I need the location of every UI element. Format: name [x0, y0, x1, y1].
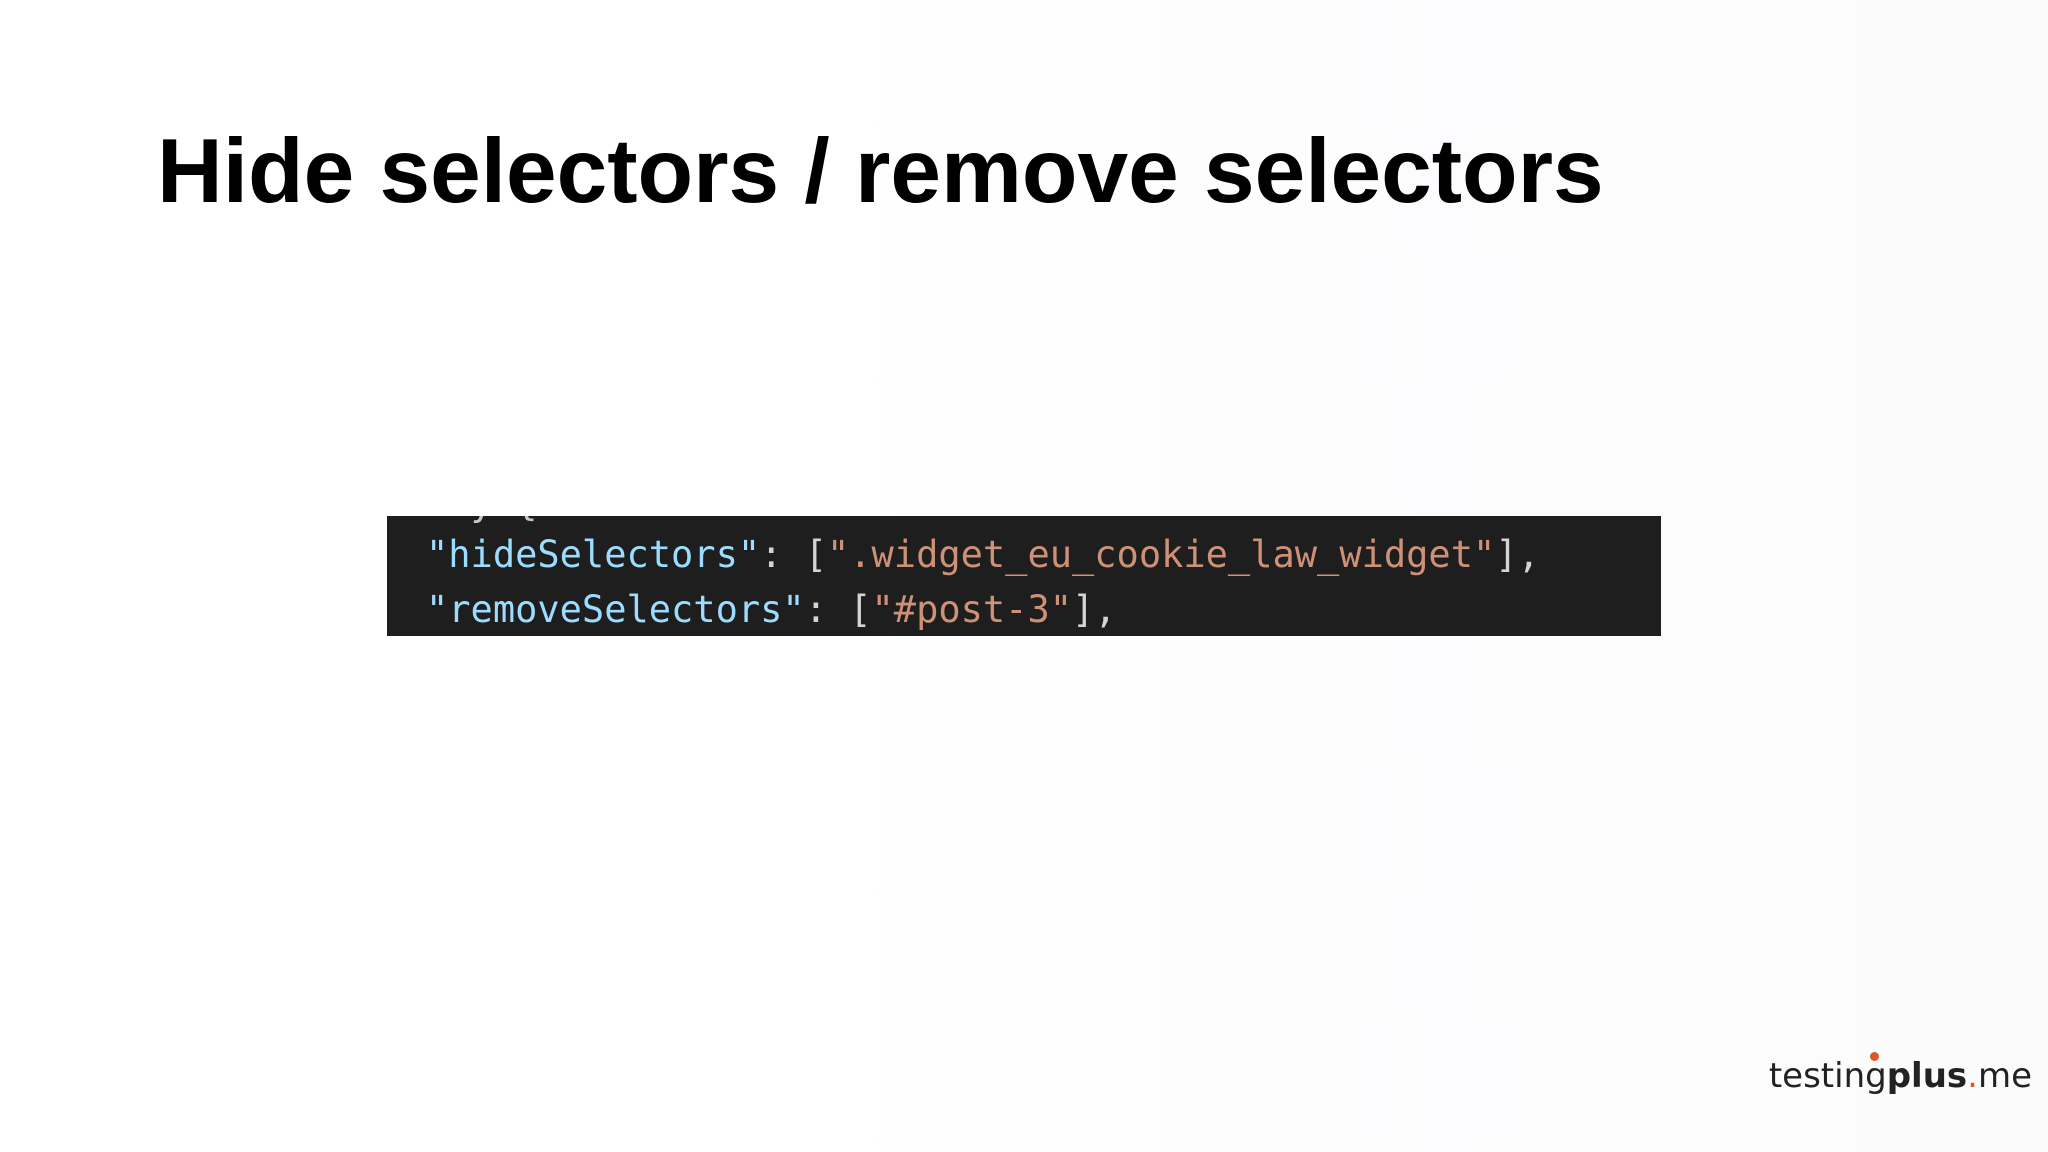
code-line-partial: y {: [426, 516, 538, 528]
logo-text-dot: .: [1967, 1056, 1978, 1096]
code-punct: : [: [804, 588, 872, 631]
code-punct: : [: [760, 533, 827, 576]
code-punct: ],: [1072, 588, 1117, 631]
logo-text-bold: plus: [1886, 1056, 1968, 1096]
slide-title: Hide selectors / remove selectors: [157, 121, 1604, 222]
code-line-hide-selectors: "hideSelectors": [".widget_eu_cookie_law…: [426, 530, 1540, 580]
code-string: "#post-3": [871, 588, 1073, 631]
code-snippet: y { "hideSelectors": [".widget_eu_cookie…: [387, 516, 1661, 636]
code-key: "hideSelectors": [426, 533, 761, 576]
code-string: ".widget_eu_cookie_law_widget": [826, 533, 1496, 576]
logo-text-suffix: me: [1977, 1056, 2032, 1096]
code-line-remove-selectors: "removeSelectors": ["#post-3"],: [426, 585, 1117, 635]
logo-text-regular: testing: [1768, 1056, 1887, 1096]
logo-pin-icon: [1869, 1052, 1879, 1061]
code-key: "removeSelectors": [426, 588, 805, 631]
testingplus-logo: testingplus.me: [1768, 1052, 2032, 1096]
code-punct: ],: [1495, 533, 1540, 576]
